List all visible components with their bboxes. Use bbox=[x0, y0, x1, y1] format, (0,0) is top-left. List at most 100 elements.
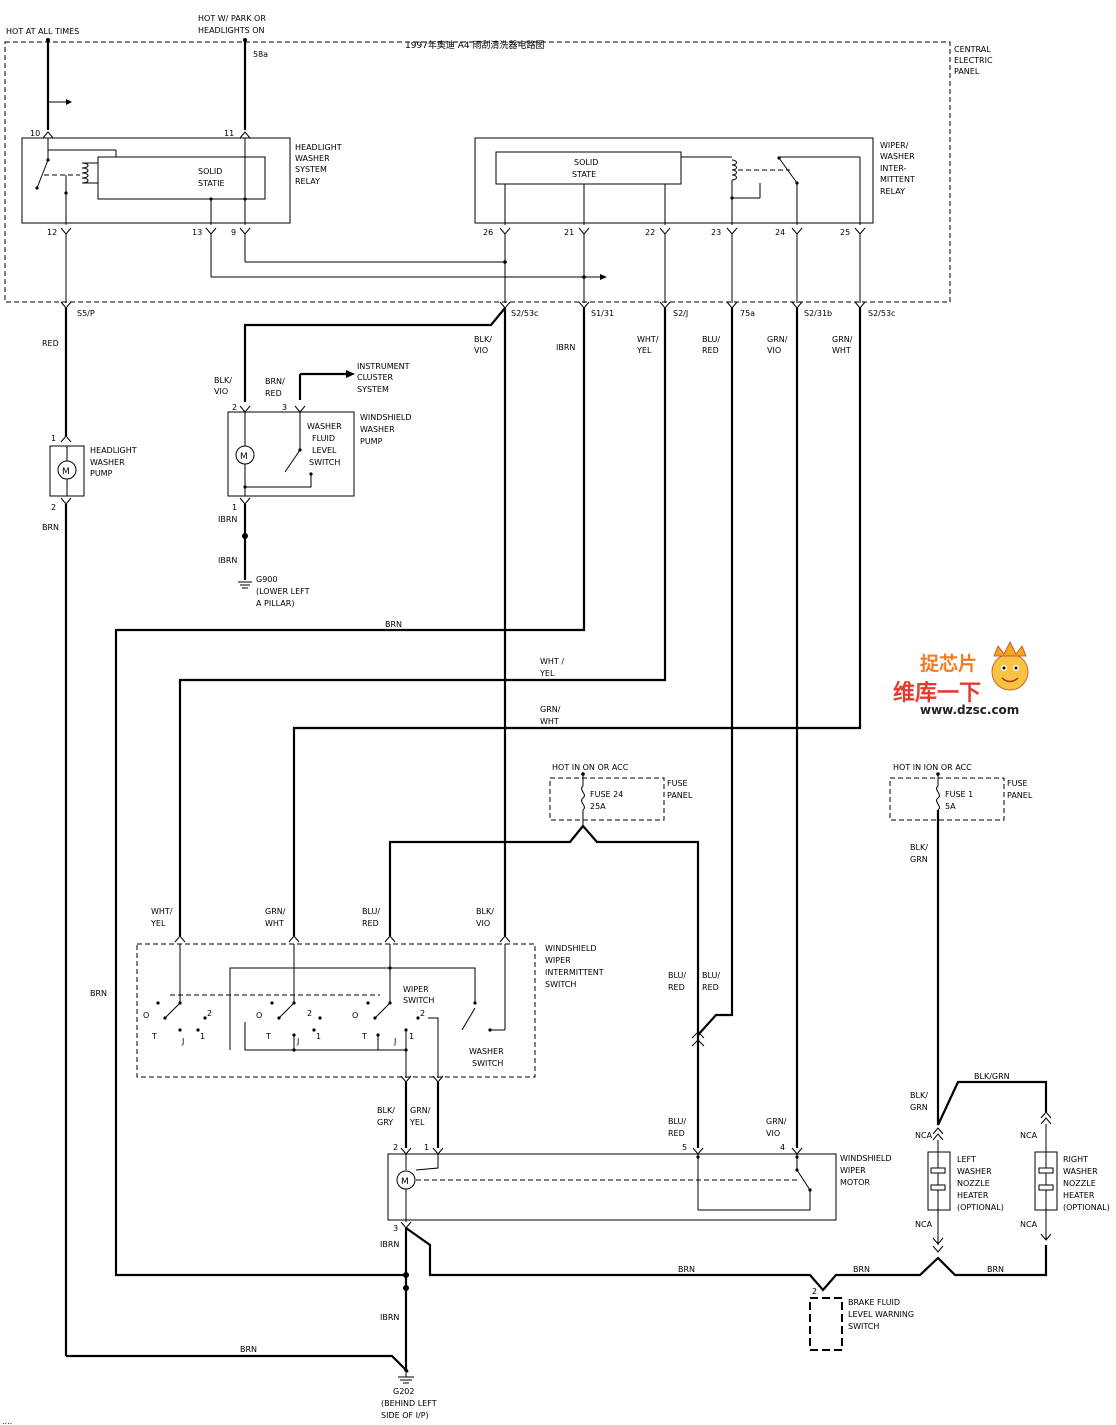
motor-pin-4: 4 bbox=[780, 1143, 785, 1152]
wire-grn-wht-1: GRN/ bbox=[832, 335, 853, 344]
pos-1-1: 1 bbox=[200, 1032, 205, 1041]
nca-right-bottom: NCA bbox=[1020, 1220, 1038, 1229]
wire-grn-wht-swb: WHT bbox=[265, 919, 284, 928]
headlight-solid-state-label-1: SOLID bbox=[198, 167, 222, 176]
pos-t-1: T bbox=[151, 1032, 157, 1041]
connector-75a: 75a bbox=[740, 309, 755, 318]
ww-switch-label-3: LEVEL bbox=[312, 446, 337, 455]
right-heater-label-4: HEATER bbox=[1063, 1191, 1095, 1200]
wire-blu-red-1: BLU/ bbox=[702, 335, 720, 344]
wire-grn-wht-midb: WHT bbox=[540, 717, 559, 726]
pos-o-1: O bbox=[143, 1011, 149, 1020]
wire-brn-h3: BRN bbox=[987, 1265, 1004, 1274]
instrument-cluster-2: CLUSTER bbox=[357, 373, 394, 382]
watermark-line1: 维库一下 bbox=[893, 680, 981, 706]
pos-j-3: J bbox=[393, 1037, 396, 1046]
windshield-washer-pump bbox=[227, 411, 355, 497]
wire-wht-yel-midb: YEL bbox=[539, 669, 555, 678]
wire-brn-g900-2: IBRN bbox=[218, 556, 237, 565]
wire-wht-yel-1: WHT/ bbox=[637, 335, 659, 344]
wire-blk-gryb: GRY bbox=[377, 1118, 393, 1127]
wire-wht-yel-mid: WHT / bbox=[540, 657, 564, 666]
nca-left-bottom: NCA bbox=[915, 1220, 933, 1229]
ww-pump-motor-symbol: M bbox=[240, 452, 248, 462]
windshield-wiper-motor bbox=[387, 1153, 837, 1221]
headlight-relay-label-2: WASHER bbox=[295, 154, 330, 163]
left-heater-label-1: LEFT bbox=[957, 1155, 976, 1164]
wiper-switch-inner-2: SWITCH bbox=[403, 996, 434, 1005]
wiper-switch-label-3: INTERMITTENT bbox=[545, 968, 604, 977]
washer-switch-label-1: WASHER bbox=[469, 1047, 504, 1056]
ww-pump-pin-3: 3 bbox=[282, 403, 287, 412]
pin-10: 10 bbox=[30, 129, 40, 138]
connector-s2-53c: S2/53c bbox=[511, 309, 538, 318]
headlight-pump-motor-symbol: M bbox=[62, 467, 70, 477]
headlight-relay-label-1: HEADLIGHT bbox=[295, 143, 342, 152]
right-heater-label-3: NOZZLE bbox=[1063, 1179, 1096, 1188]
wiper-motor-label-1: WINDSHIELD bbox=[840, 1154, 892, 1163]
wiper-switch-label-1: WINDSHIELD bbox=[545, 944, 597, 953]
pin-25: 25 bbox=[840, 228, 850, 237]
pin-12: 12 bbox=[47, 228, 57, 237]
wiper-motor-symbol: M bbox=[401, 1177, 409, 1187]
central-panel-label-1: CENTRAL bbox=[954, 45, 991, 54]
wire-blu-red-mid-1b: RED bbox=[668, 983, 685, 992]
wire-brn-h1: BRN bbox=[678, 1265, 695, 1274]
headlight-relay-label-3: SYSTEM bbox=[295, 165, 327, 174]
wire-grn-wht-1b: WHT bbox=[832, 346, 851, 355]
wire-blu-red-mid-2b: RED bbox=[702, 983, 719, 992]
pin-21: 21 bbox=[564, 228, 574, 237]
instrument-cluster-1: INSTRUMENT bbox=[357, 362, 410, 371]
wire-grn-yelb: YEL bbox=[409, 1118, 425, 1127]
wire-grn-wht-sw: GRN/ bbox=[265, 907, 286, 916]
fuse-panel-1-label-2: PANEL bbox=[667, 791, 693, 800]
motor-pin-5: 5 bbox=[682, 1143, 687, 1152]
pin-9: 9 bbox=[231, 228, 236, 237]
pos-o-2: O bbox=[256, 1011, 262, 1020]
wire-brn-s131: IBRN bbox=[556, 343, 575, 352]
headlight-pump-label-2: WASHER bbox=[90, 458, 125, 467]
wire-blu-red-mid-1: BLU/ bbox=[668, 971, 686, 980]
headlight-solid-state bbox=[97, 156, 266, 200]
ww-switch-label-1: WASHER bbox=[307, 422, 342, 431]
motor-pin-2: 2 bbox=[393, 1143, 398, 1152]
pos-1-2: 1 bbox=[316, 1032, 321, 1041]
pin-13: 13 bbox=[192, 228, 202, 237]
wire-blk-vio-1: BLK/ bbox=[474, 335, 492, 344]
right-heater-label-5: (OPTIONAL) bbox=[1063, 1203, 1110, 1212]
connector-s2-j: S2/J bbox=[673, 309, 688, 318]
wiper-solid-state-label-1: SOLID bbox=[574, 158, 598, 167]
connector-s2-53c-b: S2/53c bbox=[868, 309, 895, 318]
wire-blk-vio-2b: VIO bbox=[214, 387, 228, 396]
fuse1-hot-label: HOT IN ON OR ACC bbox=[552, 763, 629, 772]
hot-park-label: HOT W/ PARK OR bbox=[198, 14, 266, 23]
g900-label-1: G900 bbox=[256, 575, 277, 584]
wire-brn-h2: BRN bbox=[853, 1265, 870, 1274]
motor-pin-1: 1 bbox=[424, 1143, 429, 1152]
wire-wht-yel-swb: YEL bbox=[150, 919, 166, 928]
wire-blk-grn-top: BLK/GRN bbox=[974, 1072, 1010, 1081]
wire-blu-red-motorb: RED bbox=[668, 1129, 685, 1138]
wire-blk-grn-2: BLK/ bbox=[910, 1091, 928, 1100]
fuse-panel-2-label-2: PANEL bbox=[1007, 791, 1033, 800]
headlight-relay-label-4: RELAY bbox=[295, 177, 320, 186]
hot-park-label-2: HEADLIGHTS ON bbox=[198, 26, 265, 35]
wire-brn-pump: BRN bbox=[42, 523, 59, 532]
brake-switch-pin: 2 bbox=[812, 1287, 817, 1296]
g202-label-1: G202 bbox=[393, 1387, 414, 1396]
fuse2-hot-label: HOT IN ION OR ACC bbox=[893, 763, 972, 772]
terminal-58a: 58a bbox=[253, 50, 268, 59]
fuse-1-rating: 5A bbox=[945, 802, 956, 811]
g202-label-2: (BEHIND LEFT bbox=[381, 1399, 437, 1408]
connector-s2-31b: S2/31b bbox=[804, 309, 832, 318]
pos-2-1: 2 bbox=[207, 1009, 212, 1018]
wiper-relay-label-3: INTER- bbox=[880, 164, 907, 173]
central-panel-label-2: ELECTRIC bbox=[954, 56, 993, 65]
wire-blu-red-swb: RED bbox=[362, 919, 379, 928]
wire-wht-yel-1b: YEL bbox=[636, 346, 652, 355]
instrument-cluster-3: SYSTEM bbox=[357, 385, 389, 394]
headlight-pump-pin-1: 1 bbox=[51, 434, 56, 443]
left-washer-nozzle-heater bbox=[927, 1151, 951, 1211]
pin-22: 22 bbox=[645, 228, 655, 237]
